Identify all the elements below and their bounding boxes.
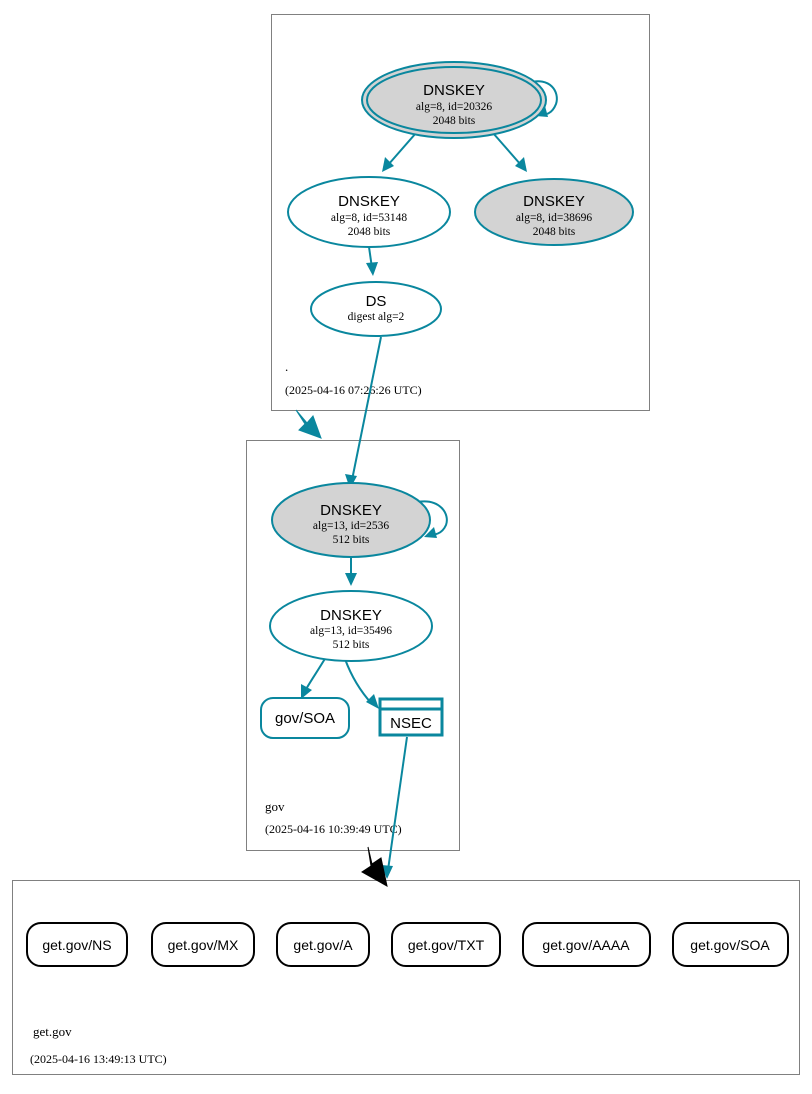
node-title: NSEC bbox=[390, 715, 432, 732]
node-title: DS bbox=[366, 293, 387, 310]
node-title: DNSKEY bbox=[523, 193, 585, 210]
node-size: 2048 bits bbox=[533, 226, 576, 238]
node-size: 512 bits bbox=[333, 534, 370, 546]
edge-gov-zsk-to-nsec bbox=[344, 658, 379, 709]
zone-box-gov bbox=[246, 440, 460, 851]
zone-box-getgov bbox=[12, 880, 800, 1075]
node-root-dnskey-53148[interactable]: DNSKEY alg=8, id=53148 2048 bits bbox=[287, 176, 451, 248]
zone-label-root: . bbox=[285, 359, 288, 374]
zone-timestamp-getgov: (2025-04-16 13:49:13 UTC) bbox=[30, 1052, 167, 1066]
node-detail: digest alg=2 bbox=[348, 311, 405, 323]
node-title: DNSKEY bbox=[320, 607, 382, 624]
zone-box-root bbox=[271, 14, 650, 411]
node-size: 2048 bits bbox=[348, 226, 391, 238]
node-getgov-aaaa[interactable]: get.gov/AAAA bbox=[522, 922, 651, 967]
node-title: DNSKEY bbox=[338, 193, 400, 210]
edge-root-ksk-to-zsk38696 bbox=[492, 132, 527, 172]
zone-timestamp-gov: (2025-04-16 10:39:49 UTC) bbox=[265, 822, 402, 836]
node-gov-dnskey-35496[interactable]: DNSKEY alg=13, id=35496 512 bits bbox=[269, 590, 433, 662]
delegation-arrow-root-to-gov bbox=[295, 409, 322, 439]
zone-label-getgov: get.gov bbox=[33, 1024, 72, 1039]
delegation-arrow-gov-to-getgov-insecure bbox=[361, 846, 388, 887]
node-detail: alg=8, id=38696 bbox=[516, 212, 592, 224]
node-detail: alg=13, id=35496 bbox=[310, 625, 392, 637]
node-gov-soa-rrset[interactable]: gov/SOA bbox=[260, 697, 350, 739]
node-title: DNSKEY bbox=[423, 82, 485, 99]
node-gov-nsec[interactable]: NSEC bbox=[378, 697, 444, 737]
edge-zsk53148-to-ds bbox=[366, 246, 378, 276]
node-size: 512 bits bbox=[333, 639, 370, 651]
node-title: get.gov/NS bbox=[42, 937, 111, 953]
node-detail: alg=13, id=2536 bbox=[313, 520, 389, 532]
zone-timestamp-root: (2025-04-16 07:26:26 UTC) bbox=[285, 383, 422, 397]
edge-nsec-to-getgov bbox=[381, 736, 408, 879]
node-getgov-a[interactable]: get.gov/A bbox=[276, 922, 370, 967]
node-title: DNSKEY bbox=[320, 502, 382, 519]
edge-gov-ksk-to-zsk bbox=[345, 557, 357, 586]
node-gov-dnskey-2536[interactable]: DNSKEY alg=13, id=2536 512 bits bbox=[271, 482, 431, 558]
node-title: get.gov/TXT bbox=[408, 937, 485, 953]
node-detail: alg=8, id=20326 bbox=[416, 101, 492, 113]
node-root-ds[interactable]: DS digest alg=2 bbox=[310, 281, 442, 337]
edge-gov-ksk-self-loop bbox=[416, 500, 448, 538]
node-title: get.gov/SOA bbox=[690, 937, 770, 953]
zone-label-gov: gov bbox=[265, 799, 285, 814]
node-getgov-soa[interactable]: get.gov/SOA bbox=[672, 922, 789, 967]
node-detail: alg=8, id=53148 bbox=[331, 212, 407, 224]
node-title: get.gov/AAAA bbox=[542, 937, 630, 953]
node-root-dnskey-38696[interactable]: DNSKEY alg=8, id=38696 2048 bits bbox=[474, 178, 634, 246]
edge-gov-zsk-to-soa bbox=[301, 656, 327, 699]
node-title: get.gov/MX bbox=[168, 937, 239, 953]
node-size: 2048 bits bbox=[433, 115, 476, 127]
node-getgov-mx[interactable]: get.gov/MX bbox=[151, 922, 255, 967]
node-title: gov/SOA bbox=[275, 710, 335, 727]
node-getgov-ns[interactable]: get.gov/NS bbox=[26, 922, 128, 967]
node-root-dnskey-20326[interactable]: DNSKEY alg=8, id=20326 2048 bits bbox=[361, 61, 547, 139]
node-getgov-txt[interactable]: get.gov/TXT bbox=[391, 922, 501, 967]
edge-root-ksk-to-zsk53148 bbox=[382, 132, 417, 172]
edge-ds-to-gov-dnskey bbox=[345, 336, 382, 489]
node-title: get.gov/A bbox=[293, 937, 353, 953]
